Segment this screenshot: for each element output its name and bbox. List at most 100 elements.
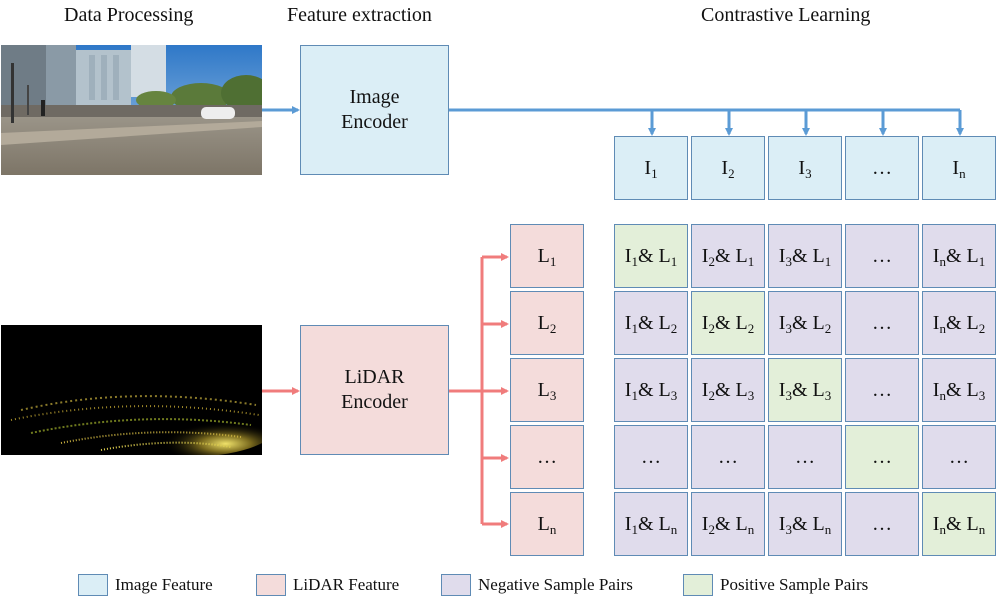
pair-separator: & bbox=[714, 311, 736, 334]
legend-label-1: Image Feature bbox=[115, 575, 213, 594]
image-feature-ellipsis: … bbox=[845, 136, 919, 200]
pair-image-symbol: I bbox=[778, 244, 786, 267]
negative-pair-cell-r3-c2: I2& L3 bbox=[691, 358, 765, 422]
positive-pair-cell-r5-c5: In& Ln bbox=[922, 492, 996, 556]
image-feature-n: In bbox=[922, 136, 996, 200]
lidar-feature-ellipsis: … bbox=[510, 425, 584, 489]
pair-lidar-symbol: L bbox=[735, 378, 748, 401]
pair-image-subscript: 3 bbox=[785, 253, 792, 269]
negative-pair-cell-r1-c2: I2& L1 bbox=[691, 224, 765, 288]
pair-lidar-symbol: L bbox=[658, 244, 671, 267]
negative-pair-cell-r4-c5: … bbox=[922, 425, 996, 489]
positive-pair-cell-r4-c4: … bbox=[845, 425, 919, 489]
lidar-feature-2-subscript: 2 bbox=[549, 320, 557, 336]
pair-lidar-subscript: 1 bbox=[747, 253, 755, 269]
pair-lidar-symbol: L bbox=[735, 311, 748, 334]
pair-separator: & bbox=[637, 378, 659, 401]
lidar-feature-n: Ln bbox=[510, 492, 584, 556]
ellipsis-text: … bbox=[872, 311, 892, 334]
pair-image-symbol: I bbox=[932, 311, 940, 334]
negative-pair-cell-r2-c3: I3& L2 bbox=[768, 291, 842, 355]
pair-image-symbol: I bbox=[701, 311, 709, 334]
positive-pair-cell-r2-c2: I2& L2 bbox=[691, 291, 765, 355]
pair-image-subscript: 3 bbox=[785, 320, 792, 336]
lidar-feature-1-symbol: L bbox=[537, 244, 550, 267]
pair-separator: & bbox=[945, 311, 967, 334]
pair-separator: & bbox=[637, 512, 659, 535]
pair-image-subscript: 1 bbox=[631, 387, 638, 403]
ellipsis-text: … bbox=[795, 445, 815, 468]
negative-pair-cell-r3-c4: … bbox=[845, 358, 919, 422]
pair-lidar-symbol: L bbox=[812, 311, 825, 334]
pair-image-symbol: I bbox=[624, 512, 632, 535]
lidar-feature-n-subscript: n bbox=[549, 521, 557, 537]
negative-pair-cell-r2-c1: I1& L2 bbox=[614, 291, 688, 355]
pair-image-symbol: I bbox=[624, 311, 632, 334]
pair-lidar-symbol: L bbox=[966, 311, 979, 334]
ellipsis-text: … bbox=[949, 445, 969, 468]
pair-lidar-subscript: 2 bbox=[747, 320, 755, 336]
ellipsis-text: … bbox=[872, 445, 892, 468]
legend-swatch-3 bbox=[441, 574, 471, 596]
pair-lidar-subscript: 3 bbox=[978, 387, 986, 403]
pair-lidar-subscript: n bbox=[978, 521, 986, 537]
pair-separator: & bbox=[637, 244, 659, 267]
data-processing-header: Data Processing bbox=[64, 4, 194, 26]
pair-separator: & bbox=[791, 311, 813, 334]
negative-pair-cell-r2-c5: In& L2 bbox=[922, 291, 996, 355]
image-feature-3-symbol: I bbox=[798, 156, 806, 179]
pair-lidar-subscript: 2 bbox=[670, 320, 678, 336]
legend-label-3: Negative Sample Pairs bbox=[478, 575, 633, 594]
image-encoder-box: Image Encoder bbox=[300, 45, 449, 175]
pair-image-symbol: I bbox=[932, 378, 940, 401]
pair-lidar-symbol: L bbox=[735, 512, 748, 535]
pair-image-subscript: 3 bbox=[785, 521, 792, 537]
legend-label-2: LiDAR Feature bbox=[293, 575, 400, 594]
pair-lidar-subscript: n bbox=[824, 521, 832, 537]
negative-pair-cell-r2-c4: … bbox=[845, 291, 919, 355]
pair-image-symbol: I bbox=[624, 378, 632, 401]
pair-image-subscript: n bbox=[939, 320, 946, 336]
lidar-feature-2: L2 bbox=[510, 291, 584, 355]
ellipsis-text: … bbox=[872, 512, 892, 535]
lidar-feature-1-subscript: 1 bbox=[549, 253, 557, 269]
pair-separator: & bbox=[714, 512, 736, 535]
negative-pair-cell-r1-c4: … bbox=[845, 224, 919, 288]
pair-image-symbol: I bbox=[624, 244, 632, 267]
pair-image-symbol: I bbox=[701, 512, 709, 535]
legend-label-4: Positive Sample Pairs bbox=[720, 575, 869, 594]
pair-image-subscript: 2 bbox=[708, 320, 715, 336]
positive-pair-cell-r3-c3: I3& L3 bbox=[768, 358, 842, 422]
pair-image-symbol: I bbox=[701, 378, 709, 401]
pair-separator: & bbox=[945, 378, 967, 401]
lidar-feature-3: L3 bbox=[510, 358, 584, 422]
lidar-encoder-box: LiDAR Encoder bbox=[300, 325, 449, 455]
pair-separator: & bbox=[791, 244, 813, 267]
image-encoder-label: Image Encoder bbox=[341, 86, 408, 133]
pair-image-symbol: I bbox=[701, 244, 709, 267]
image-feature-2: I2 bbox=[691, 136, 765, 200]
pair-image-subscript: n bbox=[939, 253, 946, 269]
negative-pair-cell-r3-c5: In& L3 bbox=[922, 358, 996, 422]
contrastive-learning-header: Contrastive Learning bbox=[701, 4, 871, 26]
pair-lidar-symbol: L bbox=[658, 512, 671, 535]
pair-lidar-symbol: L bbox=[812, 378, 825, 401]
pair-image-symbol: I bbox=[778, 512, 786, 535]
negative-pair-cell-r5-c2: I2& Ln bbox=[691, 492, 765, 556]
image-feature-ellipsis-symbol: … bbox=[872, 156, 892, 179]
image-feature-1-subscript: 1 bbox=[651, 165, 658, 181]
negative-pair-cell-r1-c5: In& L1 bbox=[922, 224, 996, 288]
pair-image-symbol: I bbox=[778, 311, 786, 334]
pair-image-subscript: n bbox=[939, 521, 946, 537]
legend-swatch-1 bbox=[78, 574, 108, 596]
pair-lidar-subscript: n bbox=[747, 521, 755, 537]
pair-lidar-subscript: 3 bbox=[670, 387, 678, 403]
pair-lidar-subscript: 1 bbox=[824, 253, 832, 269]
ellipsis-text: … bbox=[872, 378, 892, 401]
image-feature-3: I3 bbox=[768, 136, 842, 200]
lidar-encoder-label: LiDAR Encoder bbox=[341, 366, 408, 413]
pair-separator: & bbox=[945, 512, 967, 535]
negative-pair-cell-r4-c1: … bbox=[614, 425, 688, 489]
lidar-feature-3-symbol: L bbox=[537, 378, 550, 401]
pair-lidar-subscript: 2 bbox=[978, 320, 986, 336]
